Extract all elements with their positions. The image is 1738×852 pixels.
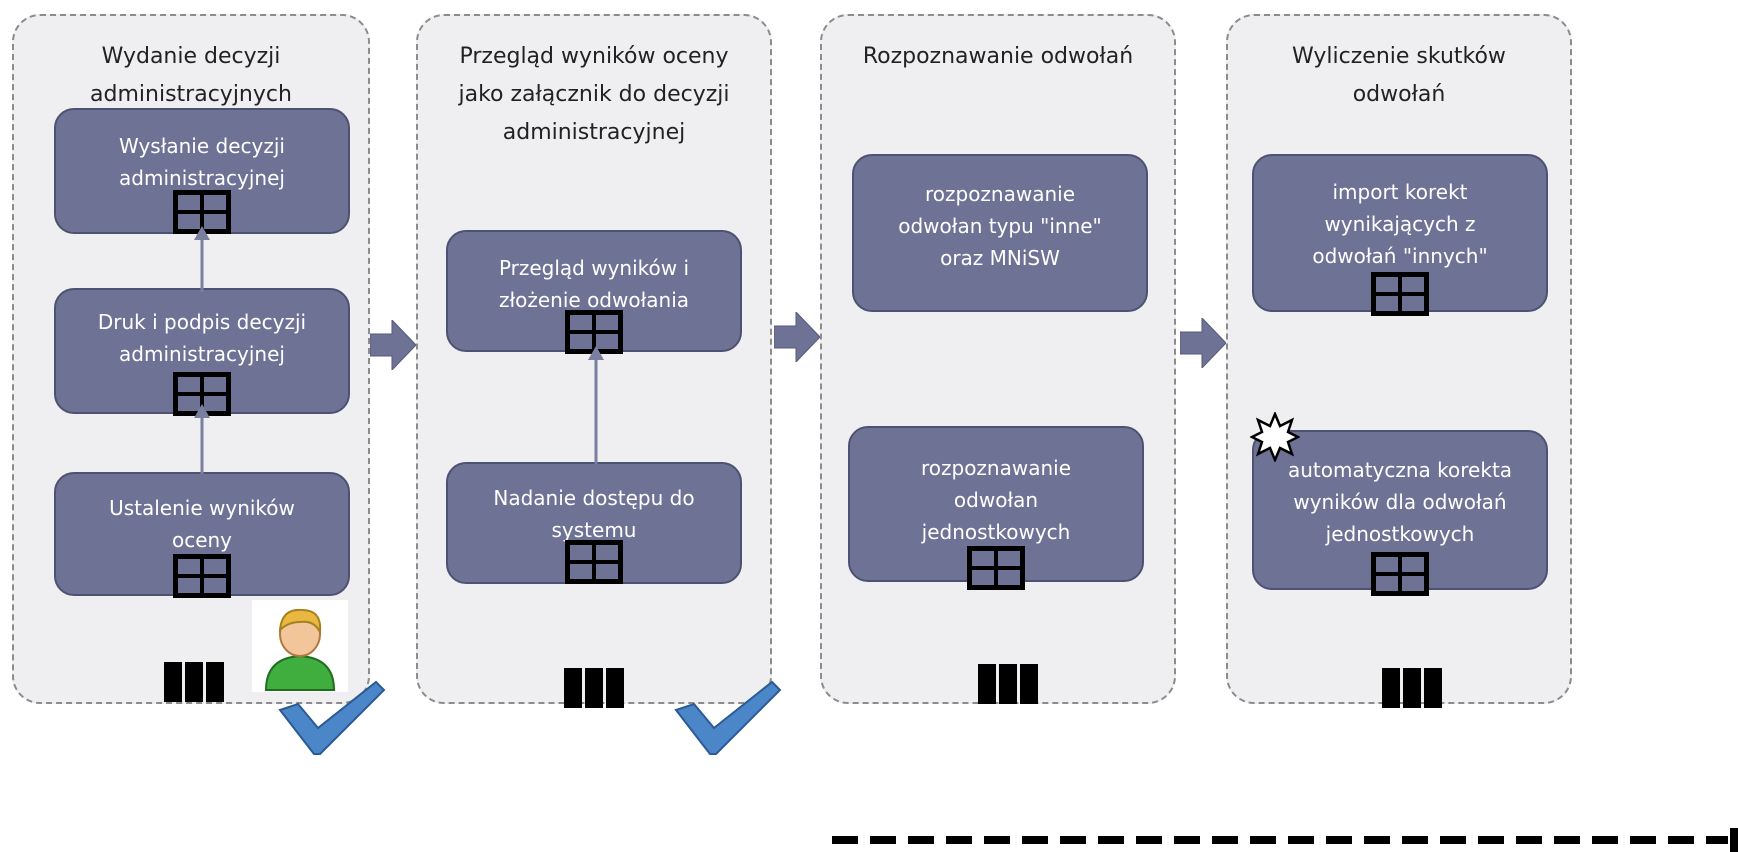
bars-icon: [1382, 668, 1442, 708]
connector-arrow: [194, 404, 210, 474]
box-label: Wysłanie decyzji administracyjnej: [119, 134, 285, 190]
lane-rozpoznawanie-odwolan: Rozpoznawanie odwołań: [820, 14, 1176, 704]
checkmark-icon: [674, 680, 782, 755]
connector-arrow: [588, 346, 604, 464]
lane-title: Przegląd wyników oceny jako załącznik do…: [458, 44, 730, 145]
box-label: import korekt wynikających z odwołań "in…: [1312, 180, 1488, 268]
user-icon: [252, 600, 348, 692]
bars-icon: [564, 668, 624, 708]
flow-arrow-3: [1180, 318, 1226, 368]
box-automatyczna-korekta[interactable]: automatyczna korekta wyników dla odwołań…: [1252, 430, 1548, 596]
lane-wyliczenie-skutkow: Wyliczenie skutków odwołań: [1226, 14, 1572, 708]
checkmark-icon: [278, 680, 386, 755]
timeline-line: [832, 828, 1738, 852]
lane-title: Wydanie decyzji administracyjnych: [90, 44, 292, 107]
box-label: Ustalenie wyników oceny: [109, 496, 295, 552]
box-label: rozpoznawanie odwołan jednostkowych: [920, 456, 1072, 544]
box-ustalenie-wynikow[interactable]: Ustalenie wyników oceny: [54, 472, 350, 598]
grid-icon: [1371, 552, 1429, 596]
box-wyslanie-decyzji[interactable]: Wysłanie decyzji administracyjnej: [54, 108, 350, 234]
flow-arrow-1: [370, 320, 416, 370]
flow-arrow-2: [774, 312, 820, 362]
bars-icon: [978, 664, 1038, 704]
grid-icon: [1371, 272, 1429, 316]
gear-icon: [1250, 412, 1300, 462]
grid-icon: [565, 540, 623, 584]
box-nadanie-dostepu[interactable]: Nadanie dostępu do systemu: [446, 462, 742, 584]
lane-title: Wyliczenie skutków odwołań: [1292, 44, 1506, 107]
box-odwolania-inne[interactable]: rozpoznawanie odwołan typu "inne" oraz M…: [852, 154, 1148, 312]
box-label: Druk i podpis decyzji administracyjnej: [97, 310, 307, 366]
lane-title: Rozpoznawanie odwołań: [862, 44, 1134, 69]
box-import-korekt[interactable]: import korekt wynikających z odwołań "in…: [1252, 154, 1548, 316]
box-label: Przegląd wyników i złożenie odwołania: [498, 256, 690, 312]
bars-icon: [164, 662, 224, 702]
box-druk-i-podpis[interactable]: Druk i podpis decyzji administracyjnej: [54, 288, 350, 416]
grid-icon: [173, 554, 231, 598]
box-label: Nadanie dostępu do systemu: [493, 486, 695, 542]
box-label: automatyczna korekta wyników dla odwołań…: [1287, 458, 1513, 546]
box-przeglad-i-odwolanie[interactable]: Przegląd wyników i złożenie odwołania: [446, 230, 742, 354]
box-label: rozpoznawanie odwołan typu "inne" oraz M…: [898, 182, 1102, 270]
connector-arrow: [194, 226, 210, 292]
grid-icon: [967, 546, 1025, 590]
box-odwolania-jednostkowe[interactable]: rozpoznawanie odwołan jednostkowych: [848, 426, 1144, 590]
